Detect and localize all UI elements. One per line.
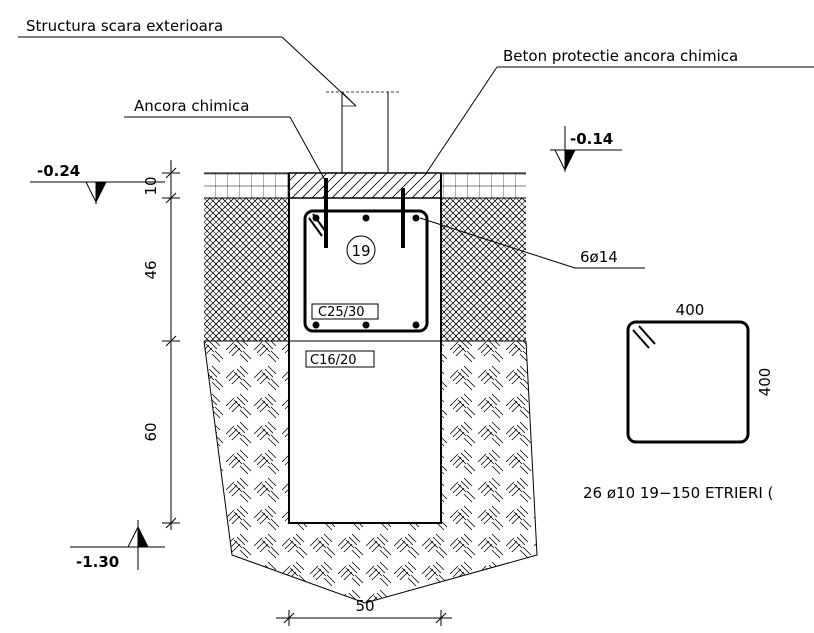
level-bottom: -1.30 (76, 553, 119, 571)
stirrup-detail (626, 320, 750, 444)
soil-right (441, 198, 526, 341)
stirrup-width: 400 (676, 301, 705, 319)
dim-46: 46 (142, 260, 160, 279)
mark-circle (346, 235, 376, 265)
concrete-class-top: C25/30 (318, 305, 365, 320)
label-ancora: Ancora chimica (134, 97, 249, 115)
dim-10: 10 (142, 176, 160, 195)
label-rebar-main: 6ø14 (580, 248, 618, 266)
reinforcement-cage (303, 209, 429, 333)
mark-label: 19 (351, 242, 370, 260)
pavement-left (204, 173, 289, 198)
stirrup-height: 400 (756, 368, 774, 397)
c16-box (305, 350, 375, 368)
label-stirrups: 26 ø10 19−150 ETRIERI ( (583, 484, 773, 502)
ground-lower (204, 341, 537, 603)
soil-left (204, 198, 289, 341)
label-beton-protectie: Beton protectie ancora chimica (503, 47, 738, 65)
concrete-class-bottom: C16/20 (310, 353, 357, 368)
dim-ticks (162, 167, 180, 529)
c25-box (311, 303, 379, 320)
protection-concrete (288, 172, 442, 199)
label-structura: Structura scara exterioara (26, 17, 223, 35)
pavement-right (441, 173, 526, 198)
footing-outline (288, 173, 442, 524)
excavation-outline (203, 340, 538, 604)
level-left-top: -0.24 (37, 162, 80, 180)
dim-60: 60 (142, 422, 160, 441)
dim-50: 50 (355, 597, 374, 615)
level-right-top: -0.14 (570, 130, 613, 148)
